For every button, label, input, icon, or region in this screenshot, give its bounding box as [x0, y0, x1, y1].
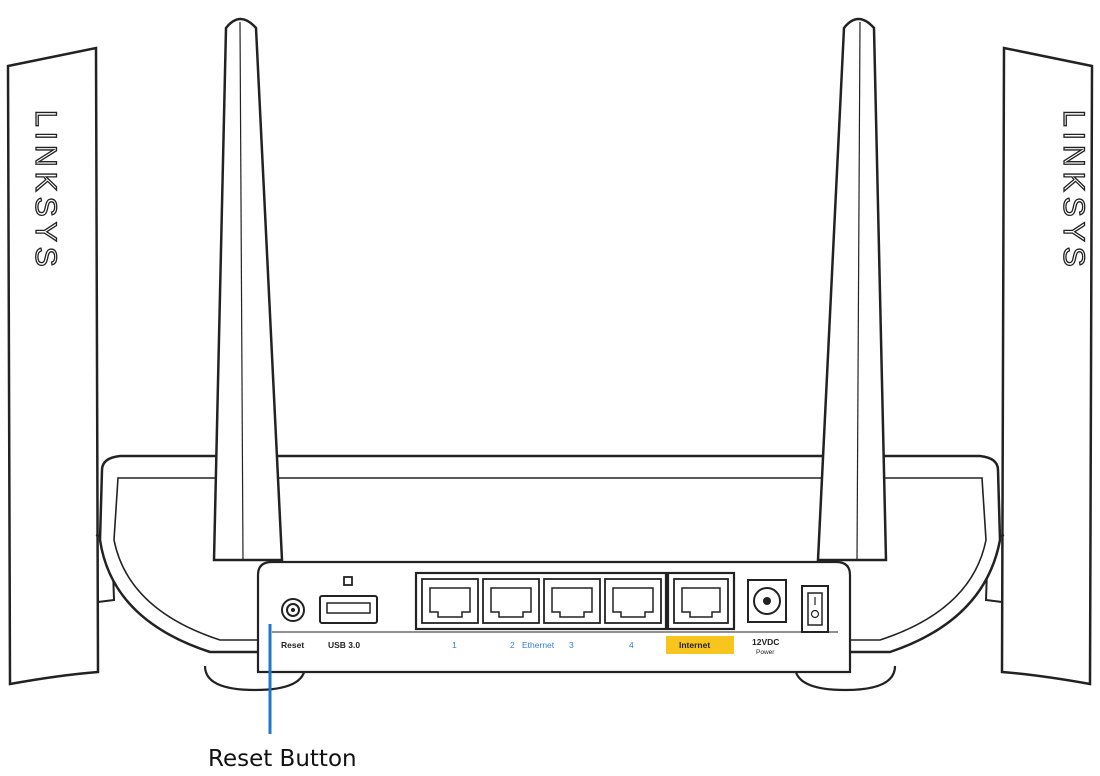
- ethernet-port-2[interactable]: [482, 578, 540, 624]
- usb-port[interactable]: [319, 576, 378, 624]
- power-voltage-label: 12VDC: [752, 637, 779, 647]
- power-label: Power: [756, 649, 775, 656]
- internet-label-highlight: [666, 636, 734, 654]
- ethernet-group-label: Ethernet: [522, 640, 555, 650]
- reset-label: Reset: [281, 640, 304, 650]
- ethernet-port-2-label: 2: [510, 640, 515, 650]
- right-antenna: [816, 17, 888, 562]
- right-side-panel: LINKSYS: [984, 46, 1094, 686]
- brand-logo-right: LINKSYS: [1057, 110, 1090, 272]
- power-switch[interactable]: [801, 585, 829, 633]
- brand-logo-left: LINKSYS: [29, 110, 62, 272]
- ethernet-port-3-label: 3: [569, 640, 574, 650]
- ethernet-port-4[interactable]: [604, 578, 662, 624]
- reset-button[interactable]: [281, 598, 305, 622]
- usb-indicator-icon: [343, 576, 353, 586]
- power-port[interactable]: [747, 579, 787, 623]
- left-side-panel: LINKSYS: [6, 46, 116, 686]
- ethernet-ports: [414, 571, 668, 631]
- usb-label: USB 3.0: [328, 640, 360, 650]
- ethernet-port-1[interactable]: [421, 578, 479, 624]
- ethernet-port-4-label: 4: [629, 640, 634, 650]
- left-antenna: [212, 17, 284, 562]
- ethernet-port-3[interactable]: [543, 578, 601, 624]
- reset-callout-label: Reset Button: [208, 746, 357, 772]
- ethernet-port-1-label: 1: [452, 640, 457, 650]
- internet-port[interactable]: [666, 571, 736, 631]
- internet-label: Internet: [679, 640, 710, 650]
- power-off-icon: [810, 609, 820, 619]
